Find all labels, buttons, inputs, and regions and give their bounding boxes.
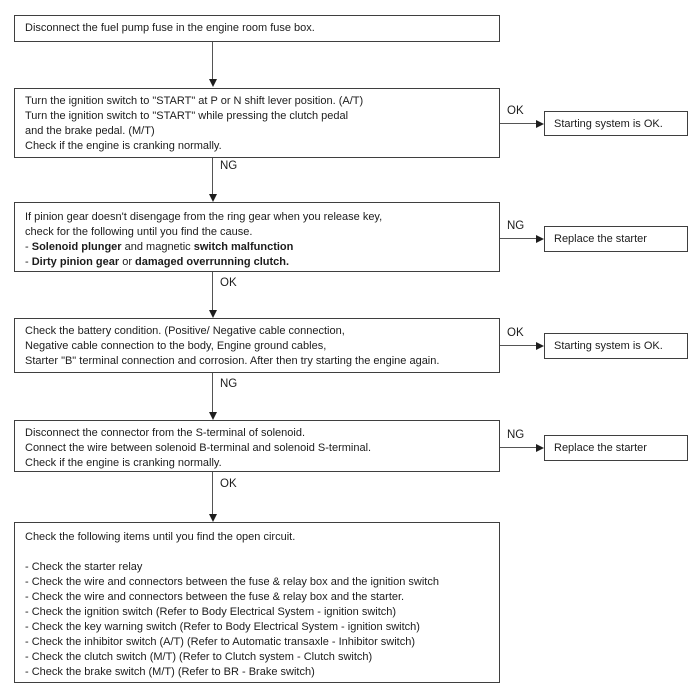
connector-label-ok: OK — [507, 327, 524, 339]
connector-label-ng: NG — [220, 378, 238, 390]
checklist-item: - Check the key warning switch (Refer to… — [25, 621, 420, 633]
arrow-down-icon — [208, 514, 217, 522]
step-text: Check the battery condition. (Positive/ … — [25, 325, 345, 337]
step-disconnect-fuel-pump-fuse: Disconnect the fuel pump fuse in the eng… — [14, 15, 500, 42]
checklist-item: - Check the wire and connectors between … — [25, 576, 439, 588]
step-text: Disconnect the fuel pump fuse in the eng… — [25, 22, 315, 34]
step-battery-check: Check the battery condition. (Positive/ … — [14, 318, 500, 373]
blank-line — [25, 545, 489, 560]
checklist-item: - Check the starter relay — [25, 561, 143, 573]
result-text: Replace the starter — [554, 233, 647, 245]
arrow-right-icon — [536, 234, 544, 243]
text-segment: - — [25, 256, 32, 268]
step-text: check for the following until you find t… — [25, 226, 253, 238]
text-segment-bold: Solenoid plunger — [31, 241, 122, 253]
step-text: Negative cable connection to the body, E… — [25, 340, 327, 352]
step-pinion-gear-check: If pinion gear doesn't disengage from th… — [14, 202, 500, 272]
result-text: Replace the starter — [554, 442, 647, 454]
step-text: Disconnect the connector from the S-term… — [25, 427, 306, 439]
connector-line — [500, 447, 536, 448]
connector-line — [500, 123, 536, 124]
step-text: Starter "B" terminal connection and corr… — [25, 355, 440, 367]
result-starting-system-ok-1: Starting system is OK. — [544, 111, 688, 136]
text-segment-bold: Dirty pinion gear — [31, 256, 120, 268]
connector-line — [212, 158, 213, 194]
connector-line — [212, 42, 213, 79]
connector-label-ng: NG — [507, 429, 525, 441]
connector-label-ng: NG — [507, 220, 525, 232]
arrow-right-icon — [536, 443, 544, 452]
connector-label-ok: OK — [220, 478, 237, 490]
arrow-down-icon — [208, 194, 217, 202]
step-open-circuit-checklist: Check the following items until you find… — [14, 522, 500, 683]
connector-line — [500, 345, 536, 346]
arrow-right-icon — [536, 119, 544, 128]
step-text-bold-2: - Dirty pinion gear or damaged overrunni… — [25, 255, 489, 270]
step-solenoid-jumper-test: Disconnect the connector from the S-term… — [14, 420, 500, 472]
text-segment-bold: damaged overrunning clutch. — [135, 256, 290, 268]
step-text-bold-1: - Solenoid plunger and magnetic switch m… — [25, 240, 489, 255]
step-text: and the brake pedal. (M/T) — [25, 125, 155, 137]
checklist-item: - Check the inhibitor switch (A/T) (Refe… — [25, 636, 416, 648]
connector-line — [212, 472, 213, 514]
result-starting-system-ok-2: Starting system is OK. — [544, 333, 688, 359]
arrow-down-icon — [208, 310, 217, 318]
connector-line — [212, 272, 213, 310]
arrow-down-icon — [208, 412, 217, 420]
result-replace-starter-1: Replace the starter — [544, 226, 688, 252]
checklist-item: - Check the ignition switch (Refer to Bo… — [25, 606, 397, 618]
connector-label-ok: OK — [507, 105, 524, 117]
arrow-down-icon — [208, 79, 217, 87]
step-text: Check if the engine is cranking normally… — [25, 457, 222, 469]
text-segment: - — [25, 241, 32, 253]
connector-line — [500, 238, 536, 239]
step-text: Check if the engine is cranking normally… — [25, 140, 222, 152]
connector-label-ok: OK — [220, 277, 237, 289]
checklist-item: - Check the clutch switch (M/T) (Refer t… — [25, 651, 373, 663]
step-text: Turn the ignition switch to "START" at P… — [25, 95, 364, 107]
step-crank-test: Turn the ignition switch to "START" at P… — [14, 88, 500, 158]
text-segment: and magnetic — [121, 241, 194, 253]
step-text: If pinion gear doesn't disengage from th… — [25, 211, 383, 223]
connector-label-ng: NG — [220, 160, 238, 172]
step-text: Connect the wire between solenoid B-term… — [25, 442, 372, 454]
text-segment: or — [119, 256, 136, 268]
result-text: Starting system is OK. — [554, 340, 663, 352]
connector-line — [212, 373, 213, 412]
checklist-item: - Check the wire and connectors between … — [25, 591, 405, 603]
step-text: Turn the ignition switch to "START" whil… — [25, 110, 349, 122]
checklist-title: Check the following items until you find… — [25, 531, 296, 543]
checklist-item: - Check the brake switch (M/T) (Refer to… — [25, 666, 315, 678]
text-segment-bold: switch malfunction — [193, 241, 294, 253]
result-text: Starting system is OK. — [554, 117, 663, 130]
arrow-right-icon — [536, 341, 544, 350]
result-replace-starter-2: Replace the starter — [544, 435, 688, 461]
